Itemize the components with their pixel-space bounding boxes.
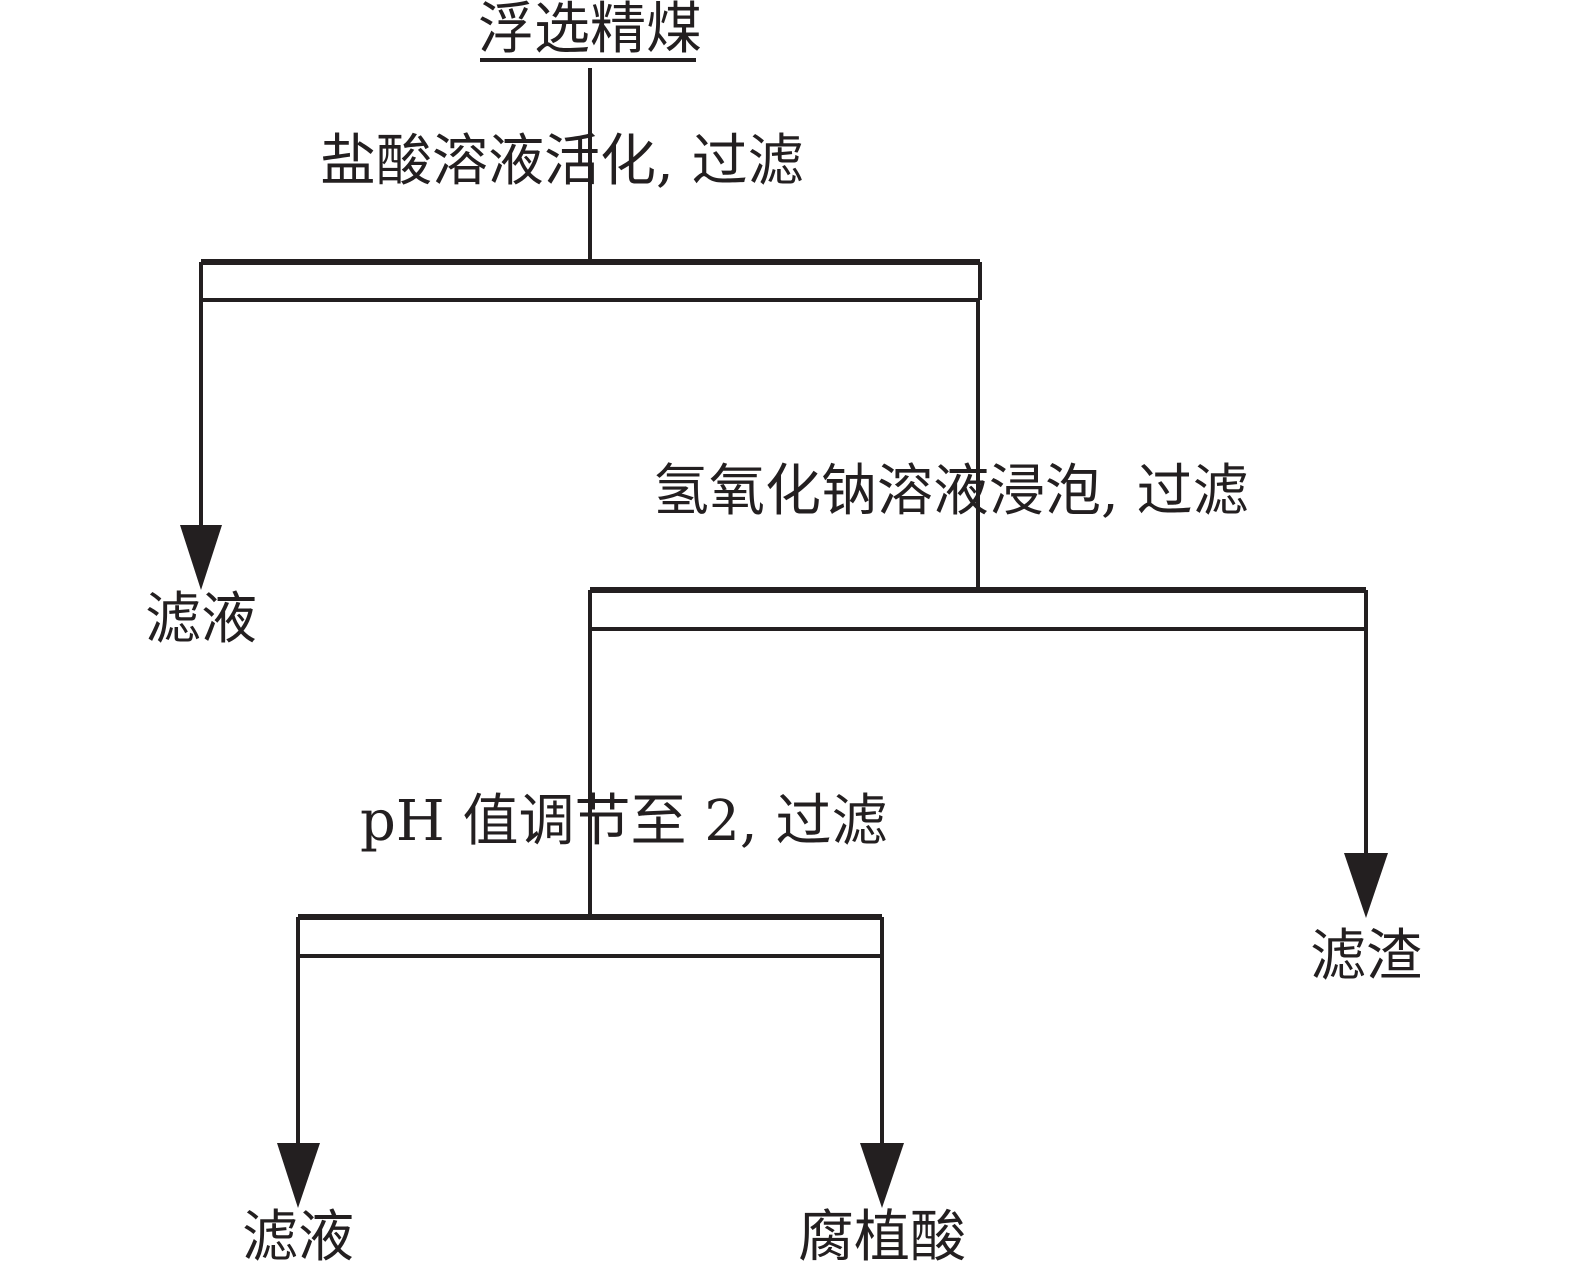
filter-3-filtrate-arrow [277,1143,320,1208]
step-1-label: 盐酸溶液活化, 过滤 [320,129,804,194]
filter-2-residue-arrow [1344,853,1388,918]
filtrate-2-label: 滤液 [242,1205,354,1270]
step-2-label: 氢氧化钠溶液浸泡, 过滤 [653,459,1249,524]
filter-1-filtrate-arrow [180,525,222,590]
residue-label: 滤渣 [1310,924,1422,989]
filter-3-box [296,914,884,958]
filter-3-humic-acid-arrow [860,1143,904,1208]
filtrate-1-label: 滤液 [145,587,257,652]
start-material-label: 浮选精煤 [478,0,702,62]
filter-2-box [588,587,1368,631]
humic-acid-label: 腐植酸 [798,1205,966,1270]
filter-1-box [199,259,982,302]
step-3-label: pH 值调节至 2, 过滤 [360,789,888,854]
